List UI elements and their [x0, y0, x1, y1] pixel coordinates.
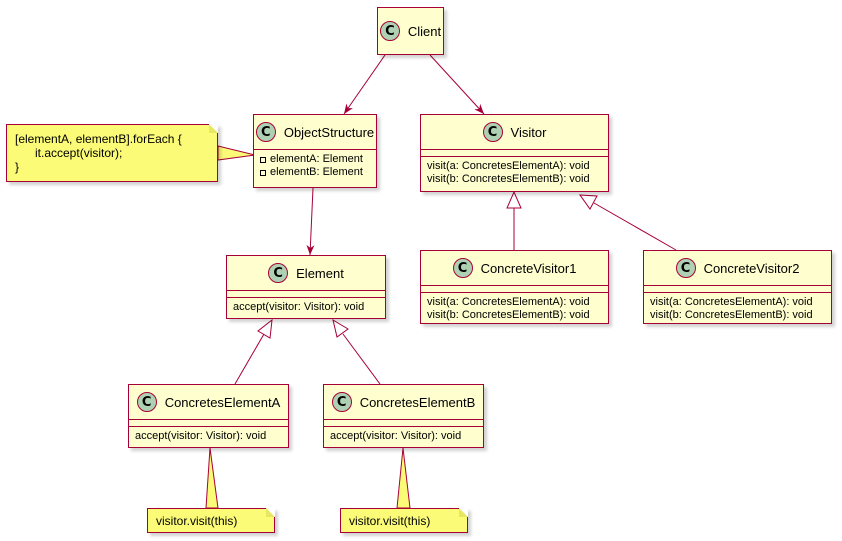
note-connector — [396, 447, 411, 509]
association-objectstructure-element — [306, 187, 315, 256]
class-header: C Visitor — [421, 115, 608, 150]
method-row: visit(a: ConcretesElementA): void — [427, 296, 590, 308]
class-name: ConcretesElementB — [359, 394, 476, 410]
class-header: C ConcretesElementA — [129, 385, 288, 420]
note-object-structure: [elementA, elementB].forEach { it.accept… — [6, 124, 218, 182]
class-name: ObjectStructure — [283, 124, 375, 140]
class-attributes: elementA: Element elementB: Element — [254, 150, 376, 183]
class-icon: C — [255, 122, 276, 142]
class-icon: C — [331, 392, 352, 412]
note-fold-corner — [459, 508, 468, 517]
method-row: visit(b: ConcretesElementB): void — [427, 173, 590, 185]
note-fold-corner — [266, 508, 275, 517]
class-header: C ConcreteVisitor2 — [644, 251, 831, 286]
note-fold-corner — [209, 124, 218, 133]
class-icon: C — [675, 258, 696, 278]
class-header: C Client — [378, 8, 443, 54]
note-text: visitor.visit(this) — [349, 514, 431, 528]
class-methods: accept(visitor: Visitor): void — [227, 298, 385, 318]
inheritance-arrowhead — [506, 190, 522, 209]
class-icon: C — [136, 392, 157, 412]
note-element-b: visitor.visit(this) — [340, 508, 468, 533]
generalization-elementa-element — [234, 333, 265, 385]
generalization-elementb-element — [342, 333, 381, 385]
class-methods: visit(a: ConcretesElementA): void visit(… — [421, 293, 608, 326]
inheritance-arrowhead — [578, 194, 598, 210]
class-header: C ObjectStructure — [254, 115, 376, 150]
class-icon: C — [452, 258, 473, 278]
method-row: visit(a: ConcretesElementA): void — [427, 160, 590, 172]
method-row: visit(a: ConcretesElementA): void — [650, 296, 813, 308]
private-visibility-icon — [260, 169, 266, 176]
class-name: ConcreteVisitor2 — [703, 260, 800, 276]
inheritance-arrowhead — [257, 318, 273, 339]
method-row: accept(visitor: Visitor): void — [135, 430, 267, 442]
generalization-concretevisitor2-visitor — [593, 202, 677, 251]
private-visibility-icon — [260, 156, 266, 163]
class-object-structure[interactable]: C ObjectStructure elementA: Element elem… — [253, 114, 377, 188]
method-row: visit(b: ConcretesElementB): void — [650, 309, 813, 321]
class-methods: visit(a: ConcretesElementA): void visit(… — [421, 157, 608, 190]
method-row: visit(b: ConcretesElementB): void — [427, 309, 590, 321]
class-concrete-visitor2[interactable]: C ConcreteVisitor2 visit(a: ConcretesEle… — [643, 250, 832, 324]
class-visitor[interactable]: C Visitor visit(a: ConcretesElementA): v… — [420, 114, 609, 192]
attribute-row: elementA: Element — [260, 153, 370, 166]
class-name: ConcretesElementA — [164, 394, 281, 410]
class-icon: C — [482, 122, 503, 142]
class-icon: C — [268, 263, 289, 283]
method-row: accept(visitor: Visitor): void — [330, 430, 462, 442]
method-row: accept(visitor: Visitor): void — [233, 301, 365, 313]
class-name: Visitor — [510, 124, 547, 140]
class-name: Client — [407, 23, 442, 39]
class-methods: visit(a: ConcretesElementA): void visit(… — [644, 293, 831, 326]
class-concretes-element-b[interactable]: C ConcretesElementB accept(visitor: Visi… — [323, 384, 484, 448]
class-name: Element — [296, 265, 344, 281]
inheritance-arrowhead — [332, 318, 349, 338]
note-element-a: visitor.visit(this) — [147, 508, 275, 533]
class-methods: accept(visitor: Visitor): void — [129, 427, 288, 447]
note-connector — [217, 145, 256, 161]
class-client[interactable]: C Client — [377, 7, 444, 55]
note-connector — [205, 447, 219, 509]
class-name: ConcreteVisitor1 — [480, 260, 577, 276]
association-client-visitor — [429, 54, 485, 115]
class-header: C ConcreteVisitor1 — [421, 251, 608, 286]
association-client-objectstructure — [343, 54, 386, 115]
attribute-row: elementB: Element — [260, 166, 370, 179]
class-methods: accept(visitor: Visitor): void — [324, 427, 483, 447]
class-element[interactable]: C Element accept(visitor: Visitor): void — [226, 255, 386, 319]
class-concretes-element-a[interactable]: C ConcretesElementA accept(visitor: Visi… — [128, 384, 289, 448]
class-concrete-visitor1[interactable]: C ConcreteVisitor1 visit(a: ConcretesEle… — [420, 250, 609, 324]
note-text: visitor.visit(this) — [156, 514, 238, 528]
class-icon: C — [379, 21, 400, 41]
class-header: C ConcretesElementB — [324, 385, 483, 420]
class-header: C Element — [227, 256, 385, 291]
note-text: [elementA, elementB].forEach { it.accept… — [15, 132, 182, 174]
